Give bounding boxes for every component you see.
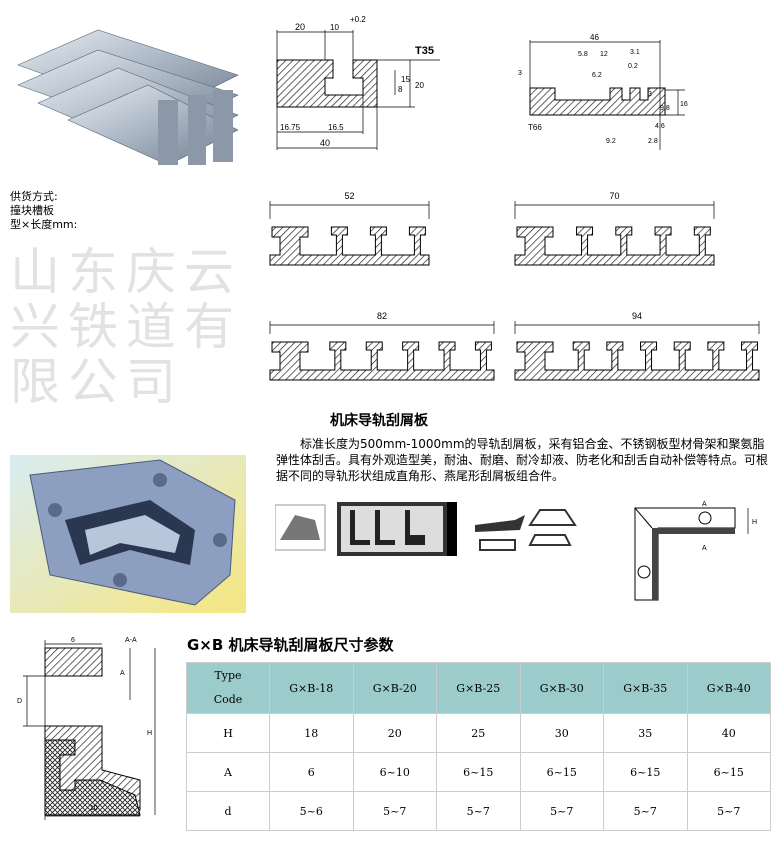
table-cell: 5~7 <box>519 791 604 831</box>
table-cell: 6~15 <box>603 752 688 792</box>
section-marker: A <box>702 501 707 508</box>
table-cell: 5~7 <box>352 791 437 831</box>
corner-assembly-drawing: A A H <box>634 501 757 601</box>
supply-product: 撞块槽板 <box>10 204 54 217</box>
width-dimension-label: 70 <box>610 191 620 201</box>
code-label: Code <box>213 693 243 706</box>
table-cell: 5~7 <box>686 791 771 831</box>
dim-label: +0.2 <box>350 15 366 24</box>
table-row: A 6 6~10 6~15 6~15 6~15 6~15 <box>186 752 771 792</box>
dim-label: A <box>120 670 125 677</box>
width-dimension-label: 52 <box>345 191 355 201</box>
dim-label: D <box>17 698 22 705</box>
dim-label: 15 <box>401 75 410 84</box>
supply-info: 供货方式: 撞块槽板 型×长度mm: <box>10 190 77 232</box>
dim-label: 20 <box>295 22 305 32</box>
section-marker: A-A <box>125 637 137 644</box>
column-header: G×B-18 <box>269 662 354 714</box>
dim-label: 4.6 <box>655 123 665 130</box>
table-cell: 6~15 <box>436 752 521 792</box>
profile-name: T35 <box>415 45 434 57</box>
table-cell: 5~7 <box>436 791 521 831</box>
row-label: d <box>186 791 270 831</box>
dim-label: 16.5 <box>328 123 344 132</box>
row-label: A <box>186 752 270 792</box>
comb-profile-70: 70 <box>514 191 715 266</box>
dim-label: 46 <box>590 33 599 42</box>
watermark: 山东庆云兴铁道有限公司 <box>10 243 242 411</box>
table-cell: 18 <box>269 713 354 753</box>
table-cell: 25 <box>436 713 521 753</box>
section-marker: A <box>702 545 707 552</box>
supply-method-label: 供货方式: <box>10 190 58 203</box>
dim-label: 6 <box>71 637 75 644</box>
table-title: G×B 机床导轨刮屑板尺寸参数 <box>187 636 394 654</box>
dimension-line <box>269 321 495 334</box>
type-label: Type <box>214 669 242 682</box>
profile-name: T66 <box>528 123 542 132</box>
table-cell: 6~10 <box>352 752 437 792</box>
dimension-line <box>514 321 760 334</box>
column-header: G×B-40 <box>686 662 771 714</box>
column-header: G×B-35 <box>603 662 688 714</box>
dim-label: 10 <box>330 23 339 32</box>
dim-label: 9.2 <box>606 138 616 145</box>
dim-label: 8 <box>398 85 403 94</box>
intro-paragraph: 标准长度为500mm-1000mm的导轨刮屑板，采有铝合金、不锈钢板型材骨架和聚… <box>276 437 769 483</box>
column-header: G×B-25 <box>436 662 521 714</box>
table-cell: 5~7 <box>603 791 688 831</box>
profile-shapes-strip <box>275 502 577 556</box>
column-header: G×B-30 <box>519 662 604 714</box>
table-cell: 35 <box>603 713 688 753</box>
table-cell: 6~15 <box>519 752 604 792</box>
table-cell: 40 <box>686 713 771 753</box>
dim-label: 6.2 <box>592 72 602 79</box>
dim-label: 20 <box>415 81 424 90</box>
dim-label: 3 <box>648 91 652 98</box>
profile-shape <box>269 226 430 266</box>
dim-label: 5.8 <box>578 51 588 58</box>
aluminum-profiles-photo <box>17 29 239 166</box>
comb-profile-52: 52 <box>269 191 430 266</box>
table-cell: 20 <box>352 713 437 753</box>
width-dimension-label: 82 <box>377 311 387 321</box>
width-dimension-label: 94 <box>632 311 642 321</box>
table-cell: 5~6 <box>269 791 354 831</box>
dim-label: 12 <box>600 51 608 58</box>
dimension-line <box>514 201 715 219</box>
profile-shape <box>514 341 760 381</box>
scraper-cross-section: 6 A-A A D H 10 <box>17 637 156 820</box>
comb-profile-82: 82 <box>269 311 495 381</box>
dim-label: 10 <box>90 805 98 812</box>
profile-shape <box>514 226 715 266</box>
dim-label: 16 <box>680 101 688 108</box>
scraper-plate-photo <box>10 455 246 613</box>
table-cell: 30 <box>519 713 604 753</box>
table-cell: 6~15 <box>686 752 771 792</box>
t66-profile-drawing: 46 5.8 12 3.1 0.2 6.2 3 3 9.8 16 4.6 9.2… <box>518 33 688 150</box>
column-header: G×B-20 <box>352 662 437 714</box>
comb-profile-94: 94 <box>514 311 760 381</box>
dim-label: 3.1 <box>630 49 640 56</box>
dimension-line <box>269 201 430 219</box>
dim-label: H <box>147 730 152 737</box>
supply-spec-label: 型×长度mm: <box>10 218 78 231</box>
section-title: 机床导轨刮屑板 <box>330 413 428 429</box>
table-row: H 18 20 25 30 35 40 <box>186 713 771 753</box>
dim-label: 16.75 <box>280 123 301 132</box>
t35-profile-drawing: 20 10 +0.2 8 15 20 16.75 16.5 40 T35 <box>276 15 440 150</box>
table-row: d 5~6 5~7 5~7 5~7 5~7 5~7 <box>186 791 771 831</box>
row-label: H <box>186 713 270 753</box>
dim-label: 2.8 <box>648 138 658 145</box>
dim-label: 3 <box>518 70 522 77</box>
table-cell: 6 <box>269 752 354 792</box>
dim-label: 40 <box>320 138 330 148</box>
dim-label: 0.2 <box>628 63 638 70</box>
dim-label: 9.8 <box>660 105 670 112</box>
dim-label: H <box>752 519 757 526</box>
profile-shape <box>269 341 495 381</box>
